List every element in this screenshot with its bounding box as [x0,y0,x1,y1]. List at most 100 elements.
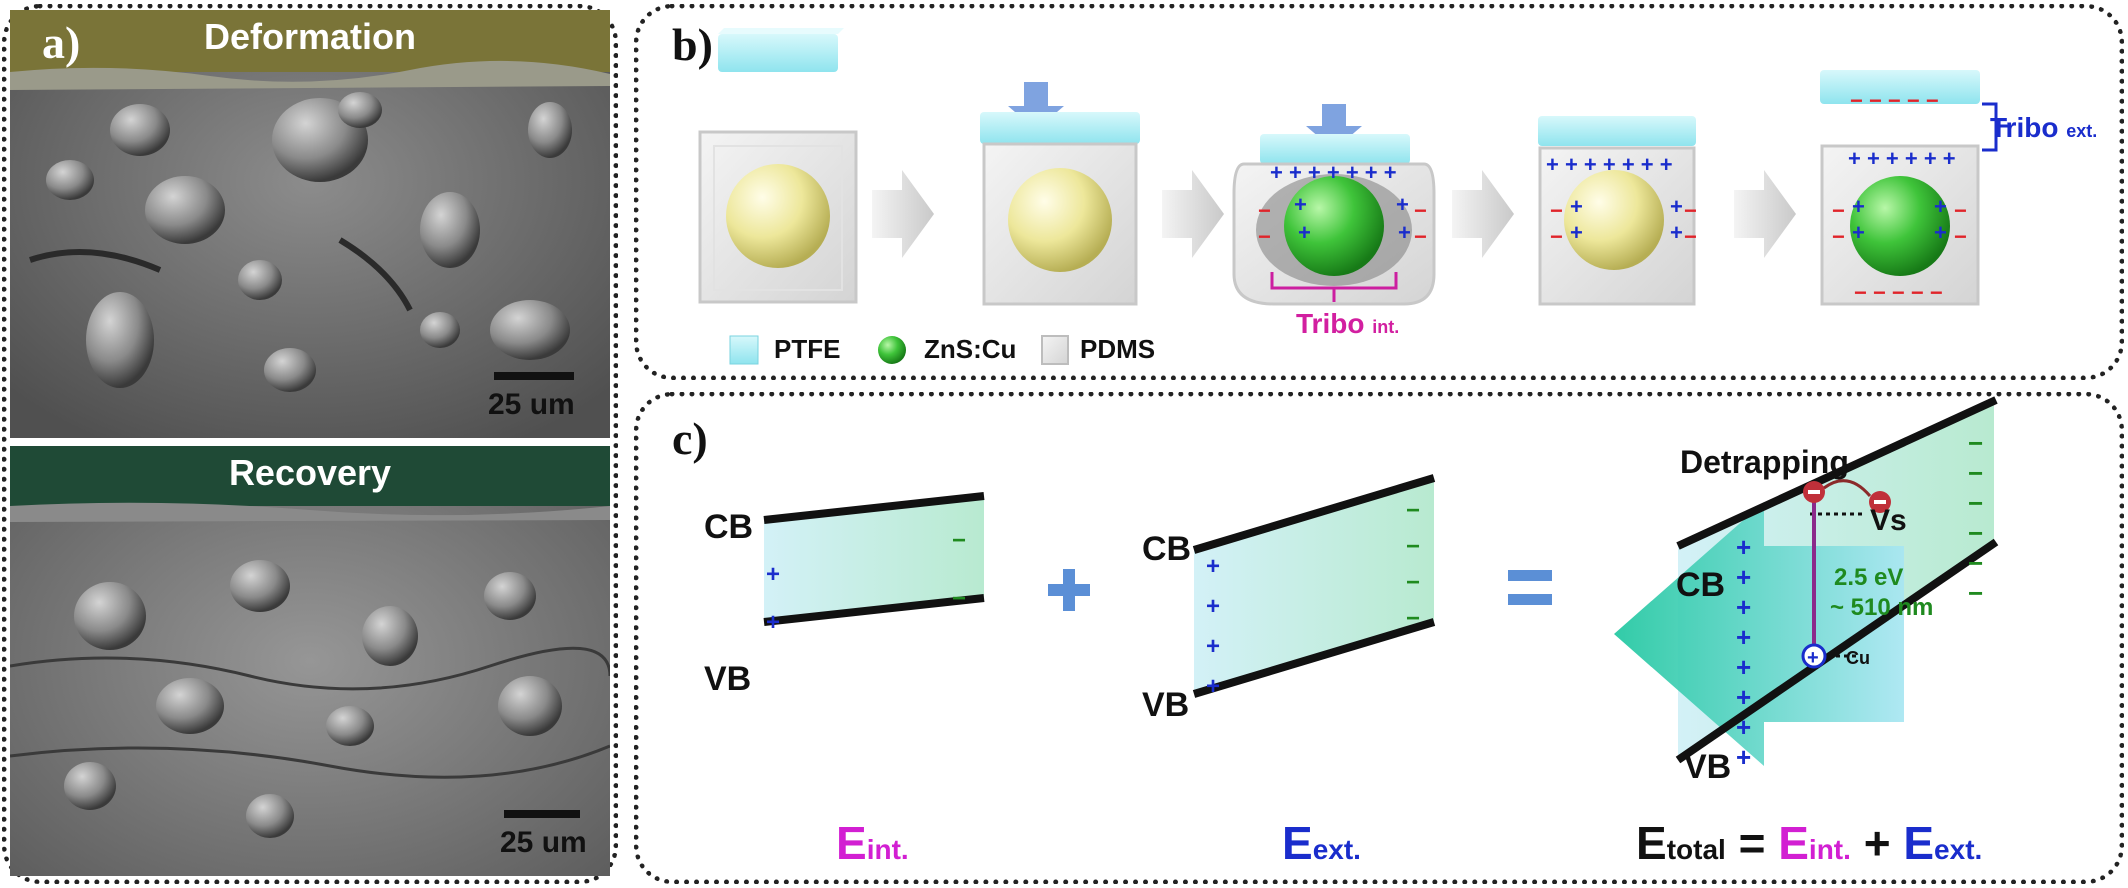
step2-ptfe-layer [980,112,1140,144]
e-int-label: Eint. [836,816,909,870]
band1-vb-label: VB [704,660,752,698]
e-int-sub: int. [866,834,909,865]
detrap-arc-arrow [1823,479,1872,497]
step5-ptfe-layer [1820,70,1980,104]
band3-vb-label: VB [1684,748,1732,786]
panel-b-label: b) [672,19,713,70]
scale-bar-bottom [504,810,580,818]
svg-text:− − − − −: − − − − − [1854,280,1943,305]
band3-charges: + + + + + + + + − − − − − − [1736,428,1983,772]
tribo-ext-label: Tribo ext. [1990,112,2097,144]
svg-text:−: − [1406,605,1420,632]
tribo-ext-main: Tribo [1990,112,2059,143]
svg-text:−: − [1954,198,1967,223]
sem-recovery-texture [10,446,610,876]
svg-text:+: + [1570,220,1583,245]
vs-label: Vs [1870,504,1907,537]
svg-text:+: + [1736,742,1751,772]
svg-text:−: − [1550,198,1563,223]
tribo-ext-bracket [1982,102,2008,152]
svg-text:+: + [1736,682,1751,712]
step5-top-charges: + + + + + + [1848,146,1956,171]
step-arrow-3 [1452,170,1514,258]
tribo-ext-sub: ext. [2066,121,2098,141]
svg-text:+: + [1398,220,1411,245]
svg-text:−: − [1550,224,1563,249]
wavelength-label: ~ 510 nm [1830,594,1934,621]
svg-text:−: − [1832,224,1845,249]
tribo-int-main: Tribo [1296,308,1365,339]
step-arrow-4 [1734,170,1796,258]
svg-text:−: − [1414,224,1427,249]
svg-text:+: + [1852,220,1865,245]
band1-cb-label: CB [704,508,754,546]
e-int-main: E [836,817,867,869]
panel-a-label: a) [42,17,81,68]
energy-label: 2.5 eV [1834,564,1904,591]
svg-text:−: − [1406,569,1420,596]
detrapping-label: Detrapping [1680,444,1849,480]
svg-text:+ + + + + + +: + + + + + + + [1546,152,1673,177]
legend-label-ptfe: PTFE [774,334,841,364]
scale-text-top: 25 um [488,388,575,421]
svg-text:+: + [1206,553,1220,580]
band3-vb-line [1675,538,1999,764]
band2-cb-label: CB [1142,530,1192,568]
svg-text:−: − [1968,458,1983,488]
svg-text:+: + [766,561,780,588]
svg-text:+: + [1736,532,1751,562]
band2-cb-line [1192,474,1436,554]
band2-charges: + + + + − − − − [1206,497,1420,700]
svg-text:+: + [1852,194,1865,219]
deformation-title: Deformation [203,16,416,57]
step-arrow-2 [1162,170,1224,258]
panel-c [634,392,2124,884]
legend-label-pdms: PDMS [1080,334,1156,364]
band1-cb-line [763,492,985,524]
step4-zns-particle [1564,170,1664,270]
e-total-int-sub: int. [1808,834,1851,865]
e-total-ext-main: E [1903,817,1935,869]
band3-cb-label: CB [1676,566,1726,604]
step-arrow-1 [872,170,934,258]
e-ext-main: E [1282,817,1313,869]
svg-text:−: − [1406,497,1420,524]
step1-ptfe-layer [718,28,844,72]
svg-text:−: − [1832,198,1845,223]
step5-ptfe-charges: − − − − − [1850,88,1939,113]
svg-text:+: + [1736,652,1751,682]
svg-text:−: − [1258,198,1271,223]
step3-ptfe-layer [1260,134,1410,164]
step4-charges: + + + + + + + + + − − + + − − [1546,152,1697,249]
step3-charges: + + + + + + + − − + + + + − − [1258,160,1427,249]
svg-text:−: − [1684,224,1697,249]
svg-text:−: − [1968,488,1983,518]
band2-vb-line [1192,618,1436,698]
e-total-ext-sub: ext. [1934,834,1983,865]
svg-text:−: − [1684,198,1697,223]
svg-text:−: − [1406,533,1420,560]
sem-image-deformation: Deformation 25 um [10,10,610,438]
tribo-int-label: Tribo int. [1296,308,1399,340]
tribo-int-sub: int. [1372,317,1400,337]
svg-text:+: + [1736,592,1751,622]
scale-bar-top [494,372,574,380]
svg-text:+: + [1206,593,1220,620]
cu-label: Cu [1846,648,1870,668]
step3-zns-particle-glowing [1284,176,1384,276]
svg-text:+: + [1670,194,1683,219]
svg-text:+: + [1736,562,1751,592]
step5-charges: − − + + + + − − − − − − − [1832,194,1967,305]
band3-cb-line [1676,396,1998,550]
e-ext-sub: ext. [1312,834,1361,865]
svg-text:−: − [1968,428,1983,458]
panel-b [634,4,2124,380]
band1-charges: + + − − [766,527,966,636]
svg-text:+: + [1396,192,1409,217]
sem-deformation-texture [10,10,610,438]
emission-arrow [1614,502,1904,766]
panel-a [2,4,618,884]
plus-operator [1048,569,1090,611]
band1-vb-line [763,594,985,626]
svg-text:+: + [1294,192,1307,217]
